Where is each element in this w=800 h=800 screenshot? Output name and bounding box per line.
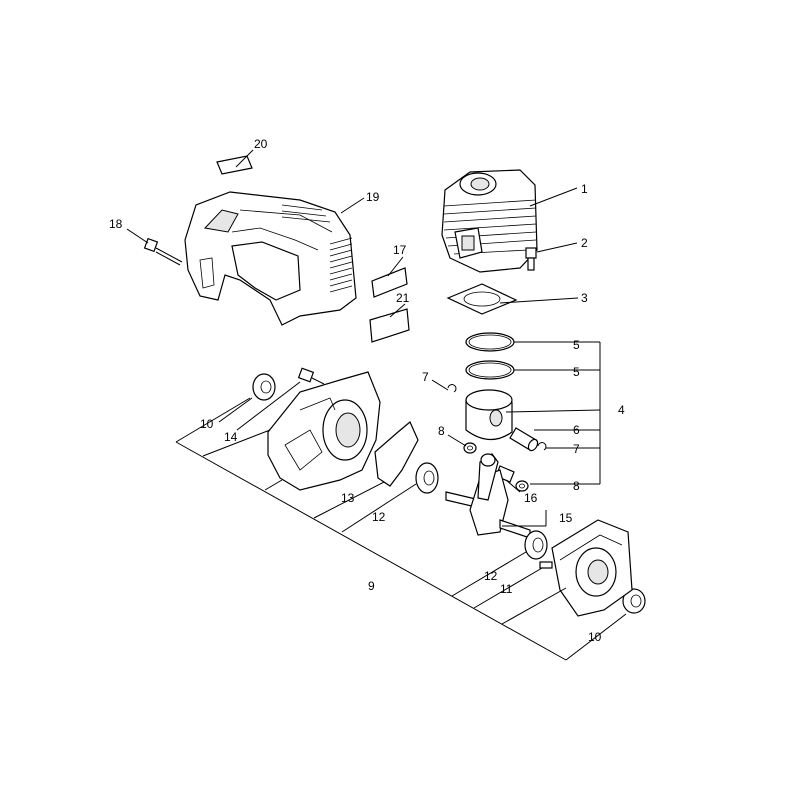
part-11-crankcase-half — [539, 519, 633, 617]
part-10-oil-seal-lower — [622, 588, 646, 614]
label-part-1: 1 — [581, 182, 588, 196]
label-part-16: 16 — [524, 491, 538, 505]
label-part-21: 21 — [396, 291, 410, 305]
part-10-oil-seal-upper — [252, 373, 276, 401]
label-part-8-left: 8 — [438, 424, 445, 438]
part-number-labels: 20 19 18 17 21 1 2 3 5 5 4 6 7 8 7 8 16 … — [109, 137, 625, 644]
part-13-crankcase-gasket — [374, 421, 419, 487]
label-part-17: 17 — [393, 243, 407, 257]
label-part-20: 20 — [254, 137, 268, 151]
part-12-bearing-upper — [415, 462, 439, 494]
part-12-bearing-lower — [524, 530, 548, 560]
part-15-crankshaft — [445, 453, 531, 539]
part-19-engine-cover — [184, 191, 357, 326]
label-part-5-upper: 5 — [573, 338, 580, 352]
part-2-spark-plug — [525, 247, 537, 271]
label-part-3: 3 — [581, 291, 588, 305]
part-7-circlip-left — [447, 384, 457, 393]
part-1-cylinder — [441, 169, 538, 273]
part-8-washer-right — [515, 480, 529, 492]
label-part-19: 19 — [366, 190, 380, 204]
label-part-7-right: 7 — [573, 442, 580, 456]
label-part-10-lower: 10 — [588, 630, 602, 644]
label-part-6: 6 — [573, 423, 580, 437]
label-part-13: 13 — [341, 491, 355, 505]
label-part-10-upper: 10 — [200, 417, 214, 431]
leader-lines — [126, 149, 627, 661]
part-20-label-decal — [216, 155, 253, 175]
label-part-18: 18 — [109, 217, 123, 231]
part-4-piston — [465, 389, 513, 441]
part-21-decal — [369, 308, 410, 343]
part-5-piston-ring-lower — [465, 360, 515, 380]
label-part-15: 15 — [559, 511, 573, 525]
part-7-circlip-right — [537, 442, 547, 451]
part-14-crankcase-half — [267, 367, 381, 491]
label-part-8-right: 8 — [573, 479, 580, 493]
label-part-12-lower: 12 — [484, 569, 498, 583]
label-part-12-upper: 12 — [372, 510, 386, 524]
label-part-14: 14 — [224, 430, 238, 444]
label-part-11: 11 — [500, 582, 513, 596]
part-3-cylinder-gasket — [446, 283, 518, 315]
part-8-washer-left — [463, 442, 477, 454]
label-part-5-lower: 5 — [573, 365, 580, 379]
label-part-2: 2 — [581, 236, 588, 250]
part-17-decal — [371, 267, 408, 298]
label-part-4: 4 — [618, 403, 625, 417]
label-part-9: 9 — [368, 579, 375, 593]
part-6-piston-pin — [509, 427, 539, 452]
part-5-piston-ring-upper — [465, 332, 515, 352]
label-part-7-left: 7 — [422, 370, 429, 384]
part-18-bolt — [143, 237, 183, 266]
